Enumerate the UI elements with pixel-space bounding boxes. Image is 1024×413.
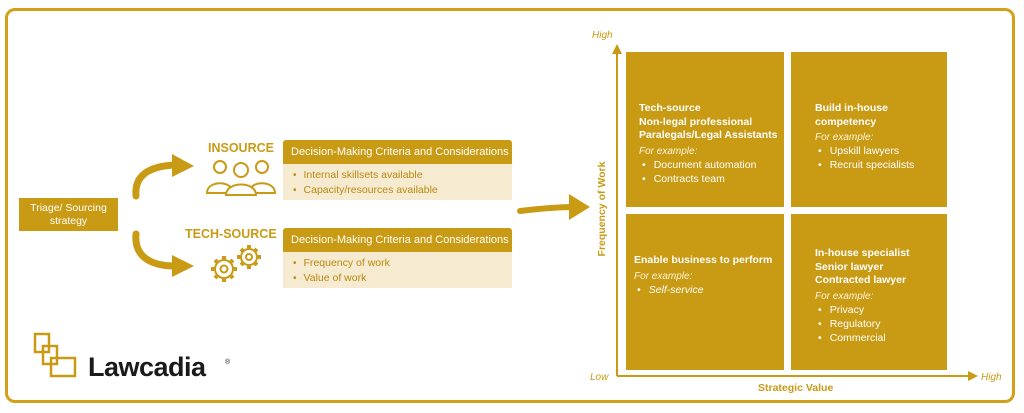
quadrant-item: Regulatory bbox=[815, 317, 947, 331]
quadrant-title: Contracted lawyer bbox=[815, 274, 907, 286]
insource-item: Capacity/resources available bbox=[293, 183, 512, 198]
quadrant-item: Document automation bbox=[639, 158, 784, 172]
lawcadia-logo-icon bbox=[33, 332, 77, 378]
quadrant-title: Senior lawyer bbox=[815, 260, 884, 273]
quadrant-top-right: Build in-house competency For example: U… bbox=[791, 52, 947, 207]
quadrant-item: Privacy bbox=[815, 303, 947, 317]
quadrant-item: Commercial bbox=[815, 331, 947, 345]
quadrant-bottom-right: In-house specialist Senior lawyer Contra… bbox=[791, 214, 947, 370]
quadrant-example-label: For example: bbox=[634, 270, 693, 282]
gears-icon bbox=[211, 245, 261, 282]
quadrant-bottom-left: Enable business to perform For example: … bbox=[626, 214, 784, 370]
quadrant-item: Self-service bbox=[634, 283, 784, 297]
y-axis-title: Frequency of Work bbox=[596, 161, 608, 257]
triage-text: Triage/ Sourcing strategy bbox=[30, 201, 107, 227]
insource-criteria-list: Internal skillsets available Capacity/re… bbox=[283, 164, 512, 200]
quadrant-title: Paralegals/Legal Assistants bbox=[639, 129, 778, 141]
quadrant-item: Upskill lawyers bbox=[815, 144, 947, 158]
insource-item: Internal skillsets available bbox=[293, 168, 512, 183]
quadrant-title: Build in-house bbox=[815, 102, 888, 114]
people-icon bbox=[205, 160, 277, 196]
techsource-item: Value of work bbox=[293, 271, 512, 286]
arrow-up-head bbox=[172, 154, 194, 177]
quadrant-title: Enable business to perform bbox=[634, 254, 773, 266]
insource-title: INSOURCE bbox=[208, 141, 274, 155]
x-axis-title: Strategic Value bbox=[758, 382, 834, 394]
quadrant-top-left: Tech-source Non-legal professional Paral… bbox=[626, 52, 784, 207]
x-axis-head bbox=[968, 371, 978, 381]
quadrant-example-label: For example: bbox=[815, 132, 874, 143]
y-high-label: High bbox=[592, 30, 613, 41]
techsource-criteria-list: Frequency of work Value of work bbox=[283, 252, 512, 288]
techsource-title: TECH-SOURCE bbox=[185, 227, 277, 241]
quadrant-item: Contracts team bbox=[639, 172, 784, 186]
arrow-up-curve bbox=[132, 161, 179, 200]
arrow-to-matrix-head bbox=[569, 194, 590, 220]
brand-name: Lawcadia bbox=[88, 352, 206, 382]
quadrant-item: Recruit specialists bbox=[815, 158, 947, 172]
triage-box: Triage/ Sourcing strategy bbox=[19, 198, 118, 231]
quadrant-title: In-house specialist bbox=[815, 247, 910, 259]
x-high-label: High bbox=[981, 372, 1002, 383]
arrow-down-head bbox=[172, 255, 194, 277]
quadrant-example-label: For example: bbox=[815, 290, 874, 302]
techsource-item: Frequency of work bbox=[293, 256, 512, 271]
y-axis-head bbox=[612, 44, 622, 54]
arrow-to-matrix bbox=[517, 204, 578, 214]
arrow-down-curve bbox=[132, 230, 179, 270]
insource-criteria-header: Decision-Making Criteria and Considerati… bbox=[283, 140, 512, 164]
techsource-criteria-header: Decision-Making Criteria and Considerati… bbox=[283, 228, 512, 252]
quadrant-title: Non-legal professional bbox=[639, 115, 753, 128]
quadrant-title: Tech-source bbox=[639, 102, 701, 114]
registered-mark: ® bbox=[225, 359, 231, 366]
quadrant-example-label: For example: bbox=[639, 145, 698, 157]
outer-frame bbox=[5, 8, 1015, 403]
y-low-label: Low bbox=[590, 372, 609, 383]
quadrant-title: competency bbox=[815, 115, 877, 128]
